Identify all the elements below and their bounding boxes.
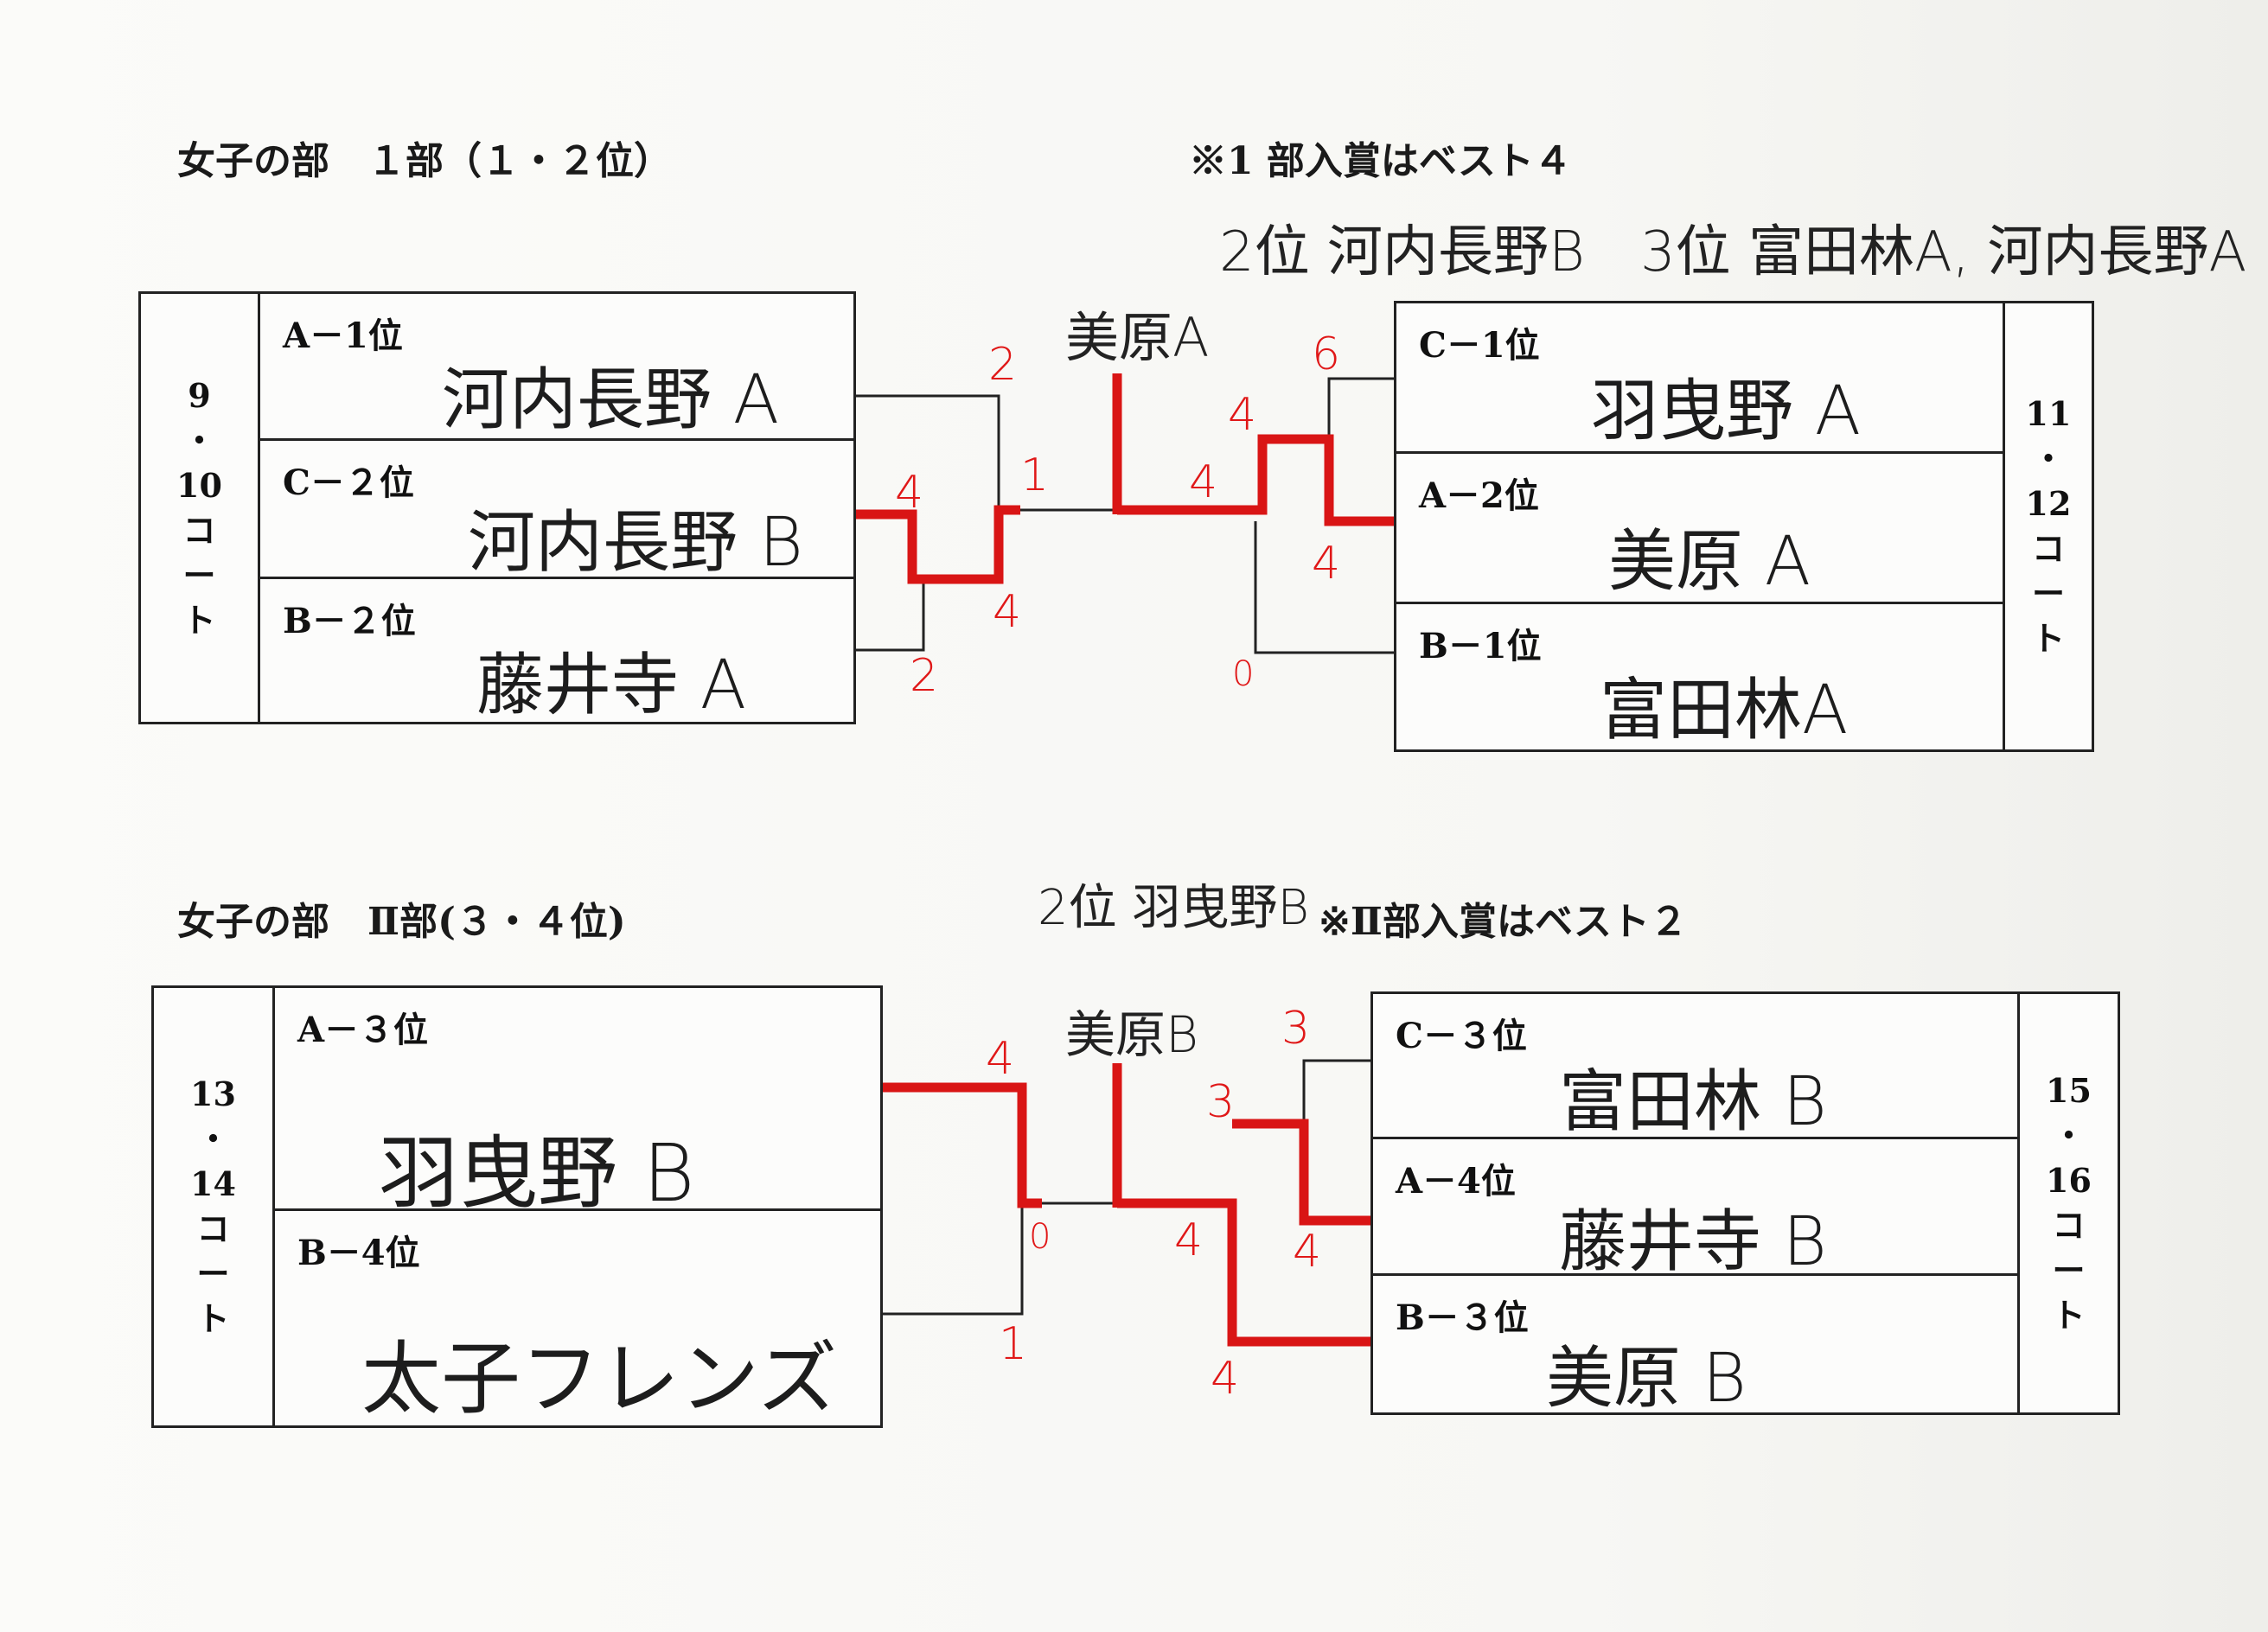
score-label: 3 bbox=[1206, 1076, 1236, 1128]
score-label: 4 bbox=[1211, 1353, 1240, 1405]
section2-note: ※Ⅱ部入賞はベスト２ bbox=[1319, 900, 1688, 944]
seed-label: C－２位 bbox=[283, 462, 414, 503]
team-name: 美原 B bbox=[1546, 1340, 1747, 1418]
team-name: 美原 A bbox=[1608, 523, 1811, 601]
section1-left-court: 9 ・ 10 コ ー ト bbox=[141, 294, 260, 722]
score-label: 4 bbox=[1189, 456, 1218, 508]
score-label: 4 bbox=[895, 467, 924, 519]
seed-label: A－2位 bbox=[1419, 475, 1539, 516]
team-name: 富田林A bbox=[1600, 672, 1849, 749]
section1-right-row-1: C－1位 羽曳野 A bbox=[1396, 303, 2005, 454]
section2-right-row-2: A－4位 藤井寺 B bbox=[1373, 1139, 2020, 1281]
score-label: 4 bbox=[993, 586, 1022, 638]
score-label: 4 bbox=[986, 1033, 1015, 1085]
team-name: 富田林 B bbox=[1559, 1063, 1827, 1141]
section2-winner: 美原B bbox=[1065, 1005, 1198, 1064]
section1-right-row-3: B－1位 富田林A bbox=[1396, 604, 2005, 752]
section1-right-bracket: C－1位 羽曳野 A A－2位 美原 A B－1位 富田林A 11 ・ 12 コ… bbox=[1394, 301, 2094, 752]
score-label: 4 bbox=[1312, 538, 1341, 590]
section2-right-row-3: B－３位 美原 B bbox=[1373, 1276, 2020, 1418]
section1-left-row-1: A－1位 河内長野 A bbox=[260, 294, 853, 441]
score-label: 1 bbox=[1020, 449, 1050, 501]
score-label: 4 bbox=[1293, 1226, 1322, 1278]
team-name: 羽曳野 B bbox=[379, 1127, 695, 1220]
section1-winner: 美原A bbox=[1065, 306, 1210, 369]
score-label: 2 bbox=[988, 339, 1018, 391]
team-name: 藤井寺 B bbox=[1559, 1203, 1827, 1281]
seed-label: A－３位 bbox=[297, 1010, 429, 1050]
section2-left-court: 13 ・ 14 コ ー ト bbox=[154, 988, 275, 1425]
section1-note: ※1 部入賞はベスト４ bbox=[1189, 139, 1572, 183]
section1-right-court: 11 ・ 12 コ ー ト bbox=[2003, 303, 2092, 749]
seed-label: B－３位 bbox=[1396, 1297, 1529, 1338]
section2-right-row-1: C－３位 富田林 B bbox=[1373, 994, 2020, 1141]
section1-left-row-3: B－２位 藤井寺 A bbox=[260, 579, 853, 724]
seed-label: C－３位 bbox=[1396, 1016, 1527, 1056]
section1-result-note: 2位 河内長野B 3位 富田林A, 河内長野A bbox=[1219, 220, 2247, 284]
section2-winner-path bbox=[883, 1063, 1370, 1347]
section1-left-row-2: C－２位 河内長野 B bbox=[260, 441, 853, 582]
team-name: 河内長野 B bbox=[468, 504, 803, 582]
score-label: 6 bbox=[1312, 328, 1341, 380]
section1-left-bracket: 9 ・ 10 コ ー ト A－1位 河内長野 A C－２位 河内長野 B B－２… bbox=[138, 291, 856, 724]
score-label: 4 bbox=[1228, 389, 1257, 441]
team-name: 太子フレンズ bbox=[361, 1333, 838, 1425]
seed-label: B－1位 bbox=[1419, 626, 1542, 666]
section2-left-row-2: B－4位 太子フレンズ bbox=[275, 1211, 880, 1428]
team-name: 羽曳野 A bbox=[1591, 373, 1862, 450]
seed-label: B－4位 bbox=[297, 1233, 420, 1273]
section2-title: 女子の部 Ⅱ部(３・４位) bbox=[177, 900, 626, 944]
score-label: 3 bbox=[1281, 1003, 1311, 1055]
section2-left-bracket: 13 ・ 14 コ ー ト A－３位 羽曳野 B B－4位 太子フレンズ bbox=[151, 985, 883, 1428]
score-label: 1 bbox=[999, 1318, 1028, 1370]
section1-winner-path bbox=[856, 373, 1394, 584]
score-label: 0 bbox=[1029, 1217, 1051, 1257]
section2-right-bracket: C－３位 富田林 B A－4位 藤井寺 B B－３位 美原 B 15 ・ 16 … bbox=[1370, 991, 2120, 1418]
section2-left-row-1: A－３位 羽曳野 B bbox=[275, 988, 880, 1220]
seed-label: A－1位 bbox=[283, 316, 403, 356]
section1-title: 女子の部 １部（１・２位） bbox=[177, 139, 672, 183]
team-name: 河内長野 A bbox=[442, 361, 780, 439]
score-label: 0 bbox=[1232, 654, 1255, 694]
seed-label: C－1位 bbox=[1419, 325, 1540, 366]
section1-right-row-2: A－2位 美原 A bbox=[1396, 454, 2005, 604]
section1-bracket-lines bbox=[856, 377, 1394, 654]
team-name: 藤井寺 A bbox=[476, 647, 747, 724]
seed-label: A－4位 bbox=[1396, 1161, 1516, 1202]
seed-label: B－２位 bbox=[283, 601, 416, 641]
score-label: 2 bbox=[910, 650, 939, 702]
section2-right-court: 15 ・ 16 コ ー ト bbox=[2017, 994, 2118, 1412]
score-label: 4 bbox=[1174, 1214, 1204, 1266]
section2-result-note: 2位 羽曳野B bbox=[1038, 880, 1310, 936]
